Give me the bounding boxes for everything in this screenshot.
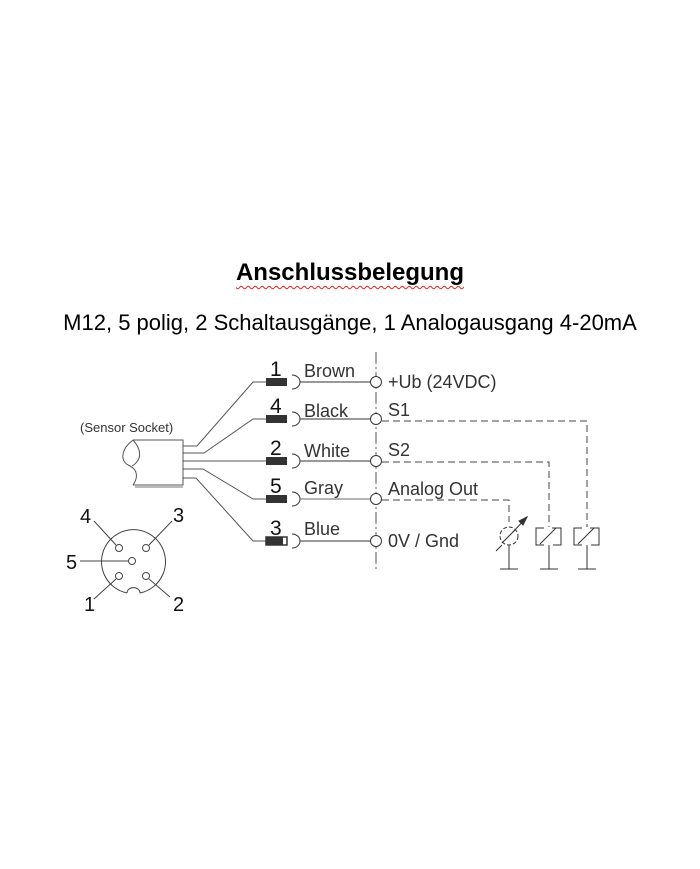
- wire-color-label: Brown: [304, 361, 355, 381]
- analog-meter-icon: [495, 515, 529, 570]
- wire-pin-number: 5: [270, 475, 282, 498]
- connector-pin-label: 3: [173, 505, 184, 527]
- signal-label: S1: [388, 400, 410, 420]
- page-title: Anschlussbelegung: [235, 259, 465, 286]
- connector-pin-label: 2: [173, 594, 184, 616]
- signal-dashed-lines: [382, 420, 588, 527]
- m12-connector-icon: [80, 520, 173, 600]
- wire-color-label: Black: [304, 401, 349, 421]
- relay-s1-icon: [573, 527, 600, 570]
- socket-arcs: [291, 374, 301, 549]
- wire-pin-number: 2: [270, 437, 282, 460]
- signal-label: Analog Out: [388, 479, 478, 499]
- cable-wires: [183, 381, 266, 542]
- connector-pin-label: 1: [84, 594, 95, 616]
- wire-color-label: White: [304, 441, 350, 461]
- signal-label: S2: [388, 440, 410, 460]
- page-subtitle: M12, 5 polig, 2 Schaltausgänge, 1 Analog…: [63, 310, 637, 335]
- signal-label: +Ub (24VDC): [388, 372, 497, 392]
- wire-pin-number: 1: [270, 358, 282, 381]
- connector-pin-label: 4: [80, 506, 91, 528]
- connector-pin-label: 5: [66, 552, 77, 574]
- signal-label: 0V / Gnd: [388, 531, 459, 551]
- wire-color-label: Blue: [304, 519, 340, 539]
- cable-icon: [122, 439, 184, 488]
- cable-label: (Sensor Socket): [80, 420, 173, 435]
- wire-pin-number: 4: [270, 395, 282, 418]
- wire-pin-number: 3: [270, 517, 282, 540]
- terminals: [370, 376, 382, 547]
- wire-color-label: Gray: [304, 478, 343, 498]
- relay-s2-icon: [535, 527, 562, 570]
- pin-plugs: [265, 378, 288, 546]
